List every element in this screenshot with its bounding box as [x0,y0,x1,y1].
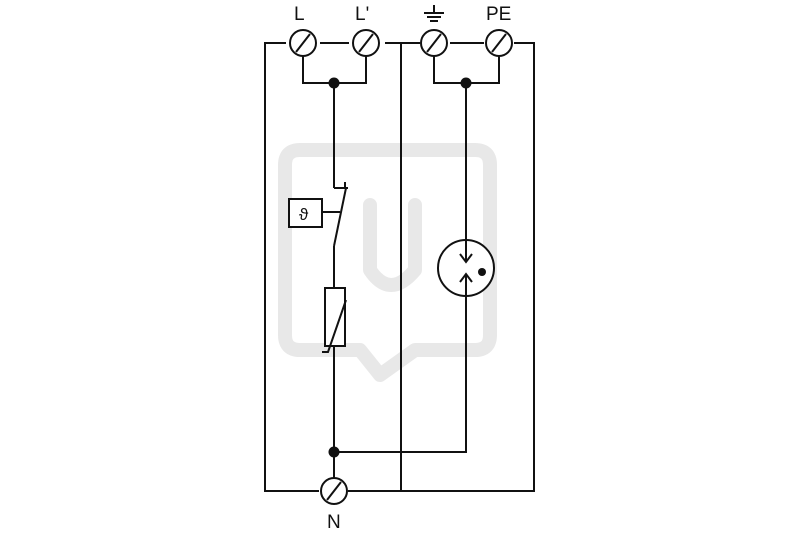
housing-outline-right [348,42,535,492]
varistor-icon [322,287,347,353]
terminal-l-prime-label: L' [355,4,369,25]
thermal-disconnector: ϑ [288,182,348,247]
watermark [278,143,497,382]
ground-icon [424,5,444,22]
terminal-pe: PE [485,4,513,57]
n-pe-link [334,296,467,453]
terminal-pe-label: PE [486,4,511,25]
housing-outline [264,42,319,492]
terminal-n-label: N [327,512,341,533]
thermal-switch-icon [288,198,323,228]
terminal-n: N [320,477,348,533]
terminal-l-prime: L' [352,4,380,57]
terminal-ground [420,5,448,57]
spark-gap-icon [437,239,495,297]
terminal-l: L [289,4,317,57]
thermal-symbol: ϑ [299,205,309,224]
terminal-l-label: L [294,4,305,25]
